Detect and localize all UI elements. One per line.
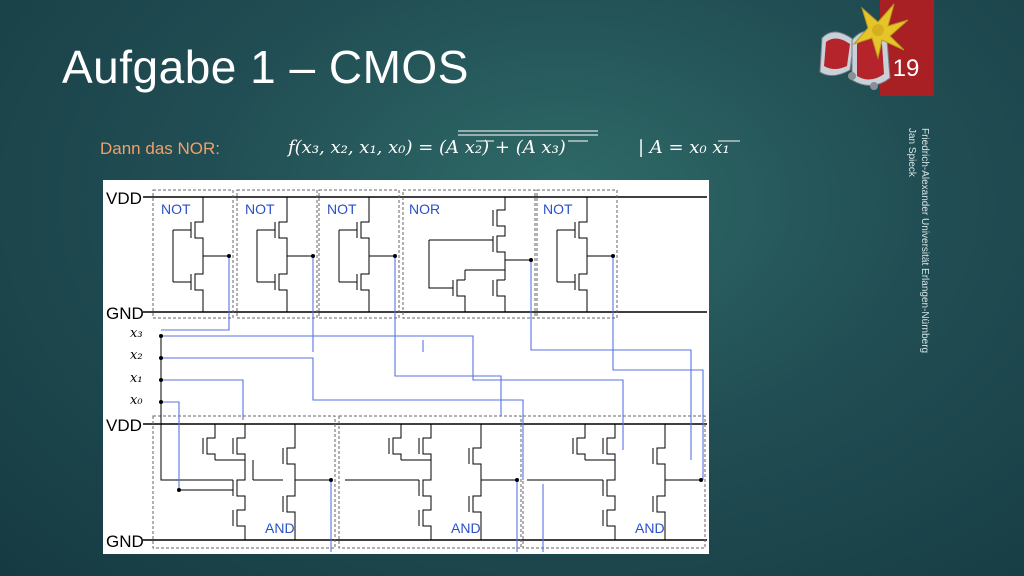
gate-label-and-2: AND: [451, 520, 481, 536]
gate-label-not-4: NOT: [543, 201, 573, 217]
formula: f(x₃, x₂, x₁, x₀) = (A x₂) + (A x₃): [288, 137, 566, 158]
gate-label-not-1: NOT: [161, 201, 191, 217]
input-label-x2: x₂: [130, 348, 143, 363]
input-label-x3: x₃: [130, 326, 143, 341]
rail-label-vdd-top: VDD: [106, 189, 142, 208]
formula-label: Dann das NOR:: [100, 139, 220, 158]
gate-label-and-1: AND: [265, 520, 295, 536]
gate-label-not-3: NOT: [327, 201, 357, 217]
rail-label-vdd-bottom: VDD: [106, 416, 142, 435]
input-label-x0: x₀: [130, 393, 143, 408]
gate-label-nor: NOR: [409, 201, 440, 217]
input-label-x1: x₁: [130, 371, 143, 386]
cmos-circuit-diagram: VDD GND VDD GND x₃ x₂ x₁ x₀ NOT NOT NOT …: [103, 180, 709, 554]
formula-overlines: [458, 130, 740, 142]
gate-label-not-2: NOT: [245, 201, 275, 217]
christmas-bells-icon: [819, 3, 909, 90]
rail-label-gnd-top: GND: [106, 304, 144, 323]
university-text: Friedrich-Alexander Universität Erlangen…: [919, 128, 930, 354]
gate-label-and-3: AND: [635, 520, 665, 536]
formula-condition: | A = x₀ x₁: [638, 137, 730, 158]
author-footer: Friedrich-Alexander Universität Erlangen…: [905, 128, 931, 353]
slide-title: Aufgabe 1 – CMOS: [62, 41, 469, 93]
author-name: Jan Spieck: [906, 128, 917, 177]
page-number: 19: [892, 55, 920, 82]
rail-label-gnd-bottom: GND: [106, 532, 144, 551]
